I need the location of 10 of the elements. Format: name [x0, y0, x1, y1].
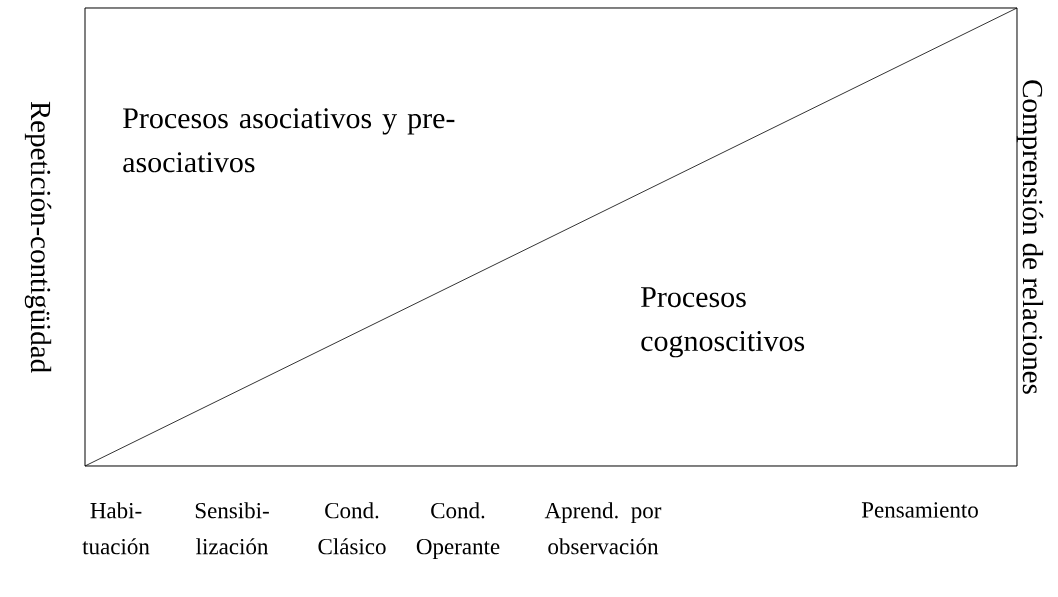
axis-label: Comprensión de relaciones — [1016, 80, 1044, 394]
stage-label: Cond. Operante — [416, 502, 500, 560]
region-label: Procesos cognoscitivos — [641, 287, 805, 358]
region-label: Procesos asociativos y pre-asociativos — [123, 108, 455, 173]
stage-label: Pensamiento — [861, 502, 978, 518]
axis-label: Repetición-contigüidad — [24, 101, 52, 373]
stage-label: Sensibi- lización — [195, 502, 269, 555]
stage-label: Aprend. por observación — [544, 502, 662, 555]
stage-label: Cond. Clásico — [318, 502, 386, 555]
stage-label: Habi- tuación — [82, 502, 150, 555]
